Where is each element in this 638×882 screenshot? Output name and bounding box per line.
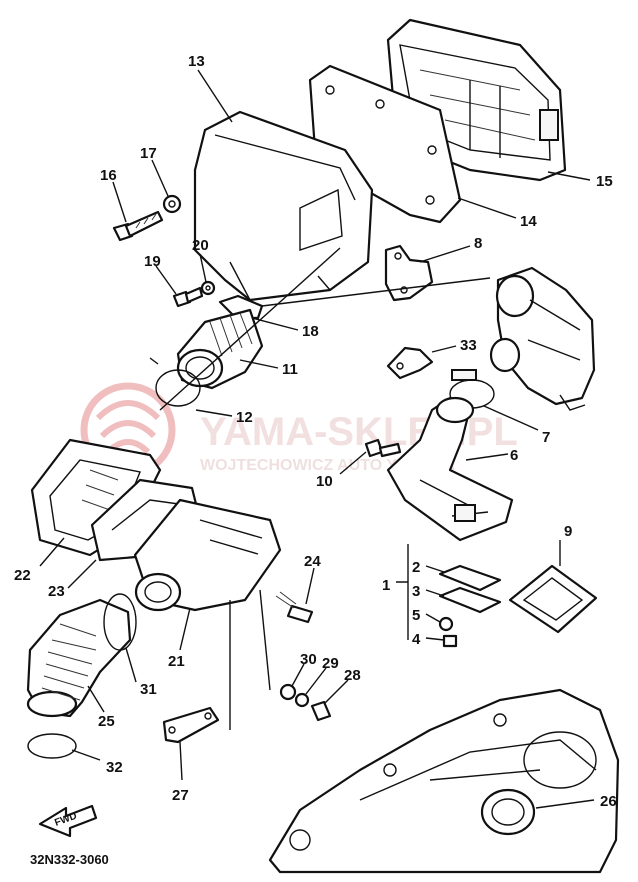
part-crankcase [268, 688, 620, 874]
callout-25: 25 [98, 713, 115, 730]
callout-7: 7 [542, 429, 550, 446]
leader-lines [39, 69, 595, 809]
callout-23: 23 [48, 583, 65, 600]
callout-11: 11 [282, 361, 298, 378]
callout-15: 15 [596, 173, 613, 190]
callout-labels: 13 15 14 8 16 17 19 20 18 11 12 33 7 6 1… [14, 53, 617, 810]
part-bracket-upper [384, 244, 434, 302]
callout-2: 2 [412, 559, 420, 576]
callout-10: 10 [316, 473, 333, 490]
callout-18: 18 [302, 323, 319, 340]
callout-16: 16 [100, 167, 117, 184]
callout-32: 32 [106, 759, 123, 776]
part-bolt-10 [364, 438, 402, 458]
part-manifold-6 [386, 396, 514, 542]
part-washer-29 [294, 692, 310, 708]
part-screw-24 [275, 591, 314, 624]
callout-9: 9 [564, 523, 572, 540]
callout-24: 24 [304, 553, 321, 570]
part-air-filter-case [193, 110, 374, 302]
part-reed-valve-2 [438, 564, 502, 592]
callout-31: 31 [140, 681, 157, 698]
callout-12: 12 [236, 409, 253, 426]
callout-14: 14 [520, 213, 537, 230]
callout-17: 17 [140, 145, 157, 162]
fwd-arrow-icon: FWD [38, 804, 98, 838]
part-screw-4 [442, 634, 458, 648]
part-carburetor [489, 266, 596, 411]
part-bracket-33 [386, 346, 434, 380]
callout-19: 19 [144, 253, 161, 270]
callout-22: 22 [14, 567, 31, 584]
part-washer-30 [279, 683, 297, 701]
part-bolt-19 [172, 286, 204, 308]
callout-3: 3 [412, 583, 420, 600]
part-reed-valve-3 [438, 586, 502, 614]
callout-20: 20 [192, 237, 209, 254]
part-joint-26 [480, 788, 536, 836]
callout-29: 29 [322, 655, 339, 672]
part-washer-5 [438, 616, 454, 632]
callout-1: 1 [382, 577, 390, 594]
part-joint-11 [176, 308, 264, 390]
part-bolt-28 [310, 700, 332, 722]
callout-6: 6 [510, 447, 518, 464]
part-oring-32 [27, 733, 77, 759]
callout-8: 8 [474, 235, 482, 252]
callout-21: 21 [168, 653, 185, 670]
part-clamp-12 [149, 357, 201, 407]
part-bolt-long [112, 210, 164, 242]
drawing-code: 32N332-3060 [30, 852, 109, 867]
part-boot-25 [26, 598, 132, 718]
callout-26: 26 [600, 793, 617, 810]
callout-30: 30 [300, 651, 317, 668]
callout-33: 33 [460, 337, 477, 354]
part-reed-plate-9 [508, 564, 598, 634]
part-intake-21 [133, 498, 282, 612]
part-clamp-31 [103, 593, 137, 651]
callout-5: 5 [412, 607, 420, 624]
callout-27: 27 [172, 787, 189, 804]
part-washer-20 [200, 280, 216, 296]
part-washer-17 [162, 194, 182, 214]
callout-28: 28 [344, 667, 361, 684]
callout-4: 4 [412, 631, 421, 648]
callout-13: 13 [188, 53, 205, 70]
part-bracket-27 [162, 706, 220, 744]
